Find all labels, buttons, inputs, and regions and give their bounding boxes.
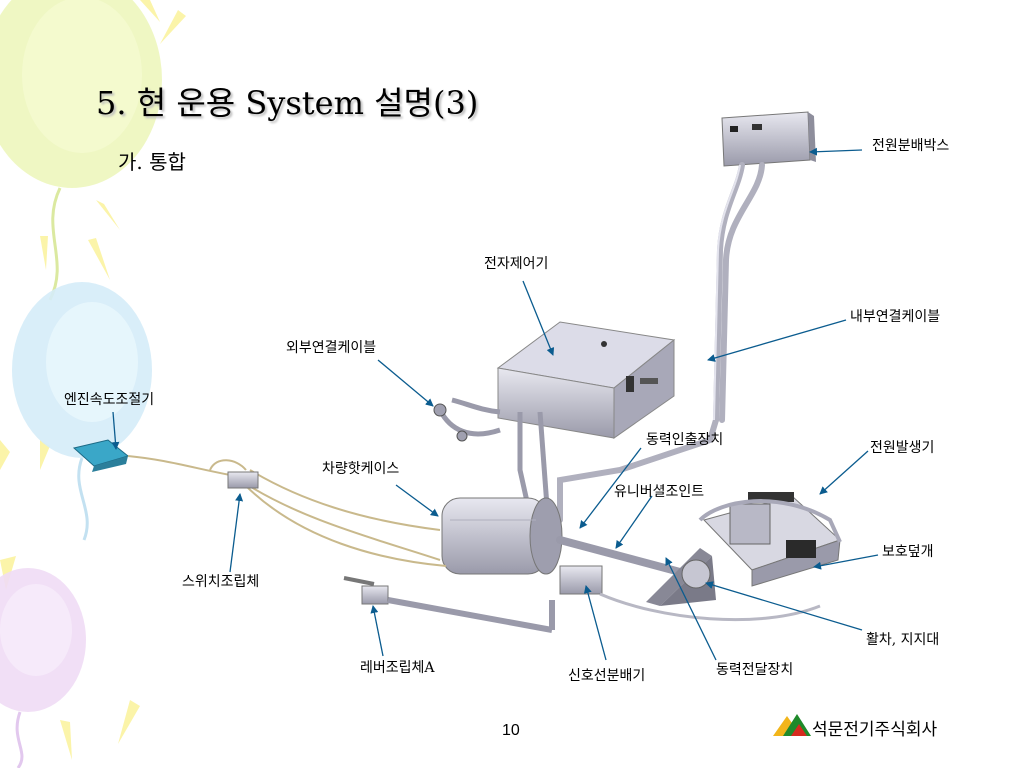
mountain-logo-icon <box>773 714 811 736</box>
label-pulley-support: 활차, 지지대 <box>866 632 940 648</box>
engine-speed-controller <box>72 439 130 472</box>
leader-external-cable <box>377 359 434 407</box>
purple-balloon <box>0 568 86 768</box>
label-electronic-controller: 전자제어기 <box>484 256 549 272</box>
electronic-controller <box>496 321 676 439</box>
label-vehicle-hot-case: 차량핫케이스 <box>322 461 400 477</box>
green-balloon <box>0 0 162 301</box>
label-protective-cover: 보호덮개 <box>882 544 934 560</box>
label-power-transmission: 동력전달장치 <box>716 662 794 678</box>
page-title: 5. 현 운용 System 설명(3) <box>96 84 479 122</box>
leader-universal-joint <box>615 495 653 549</box>
label-signal-distributor: 신호선분배기 <box>568 668 646 684</box>
section-subtitle: 가. 통합 <box>118 150 186 174</box>
leader-power-distribution-box <box>809 147 863 156</box>
signal-distributor-box <box>559 565 603 595</box>
leader-lever-assembly <box>370 605 384 657</box>
label-lever-assembly: 레버조립체A <box>360 660 435 676</box>
leader-electronic-controller <box>522 280 555 356</box>
vehicle-hot-case <box>441 497 563 575</box>
leader-signal-distributor <box>583 585 607 661</box>
leader-lines <box>111 147 879 661</box>
leader-pulley-support <box>705 581 863 631</box>
label-internal-cable: 내부연결케이블 <box>850 309 941 325</box>
generator-assembly <box>698 492 842 587</box>
lower-cable <box>599 592 821 622</box>
leader-switch-assembly <box>229 493 244 573</box>
leader-internal-cable <box>707 319 847 362</box>
label-engine-speed-controller: 엔진속도조절기 <box>64 392 155 408</box>
leader-engine-speed-controller <box>111 411 120 450</box>
leader-generator <box>819 450 869 495</box>
long-cables <box>127 455 447 567</box>
label-power-takeoff: 동력인출장치 <box>646 432 724 448</box>
internal-cable-conduit <box>557 162 765 523</box>
page-number: 10 <box>502 722 520 739</box>
drive-shaft <box>556 536 684 576</box>
company-name: 석문전기주식회사 <box>812 720 938 740</box>
blue-balloon <box>12 282 152 541</box>
label-external-cable: 외부연결케이블 <box>286 340 377 356</box>
leader-protective-cover <box>813 554 879 570</box>
switch-assembly <box>227 471 259 489</box>
label-switch-assembly: 스위치조립체 <box>182 574 260 590</box>
power-distribution-box <box>721 111 816 167</box>
label-power-distribution-box: 전원분배박스 <box>872 138 950 154</box>
leader-power-takeoff <box>579 447 642 529</box>
lever-rod <box>343 576 555 633</box>
leader-power-transmission <box>665 557 717 661</box>
label-generator: 전원발생기 <box>870 440 935 456</box>
leader-vehicle-hot-case <box>395 484 439 517</box>
label-universal-joint: 유니버셜조인트 <box>614 484 705 500</box>
conduit-highlight <box>713 164 741 421</box>
